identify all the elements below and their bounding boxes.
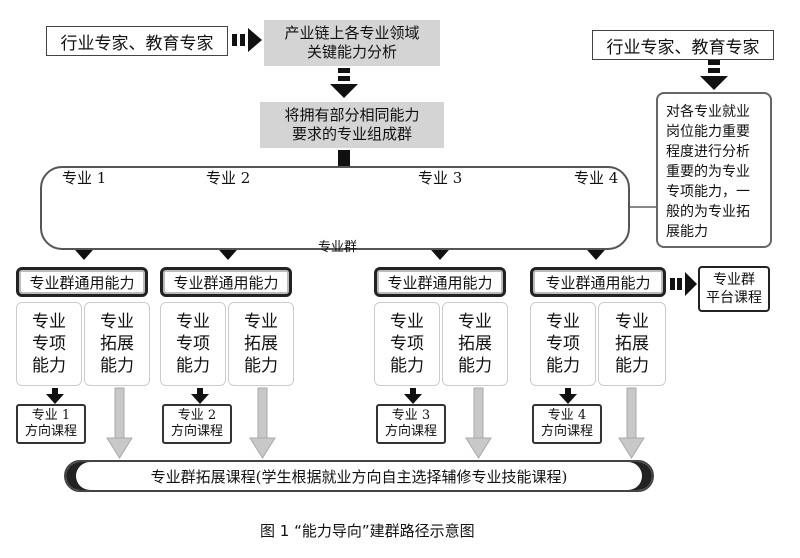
special-ability-2-label: 专业 专项 能力 xyxy=(176,312,210,376)
experts-right-box: 行业专家、教育专家 xyxy=(592,30,774,60)
arrow-special2-down xyxy=(191,388,209,404)
arrow-special3-down xyxy=(404,388,422,404)
special-ability-3-label: 专业 专项 能力 xyxy=(390,312,424,376)
arrow-to-platform xyxy=(670,272,697,296)
special-ability-1: 专业 专项 能力 xyxy=(16,302,82,386)
figure-caption: 图 1 “能力导向”建群路径示意图 xyxy=(260,522,475,540)
common-ability-4-label: 专业群通用能力 xyxy=(545,273,651,292)
group-label: 将拥有部分相同能力 要求的专业组成群 xyxy=(284,106,420,143)
common-ability-3-label: 专业群通用能力 xyxy=(387,273,493,292)
arrow-right-experts-down xyxy=(700,60,728,90)
direction-course-1-label: 专业 1 方向课程 xyxy=(24,408,77,439)
direction-course-3: 专业 3 方向课程 xyxy=(376,404,446,444)
common-ability-1-label: 专业群通用能力 xyxy=(29,273,135,292)
common-ability-2: 专业群通用能力 xyxy=(160,267,292,297)
extended-ability-2: 专业 拓展 能力 xyxy=(228,302,294,386)
arrow-extended2-down xyxy=(249,387,276,459)
cluster-label: 专业群 xyxy=(318,240,358,255)
cluster-rail xyxy=(40,166,630,250)
extended-ability-1: 专业 拓展 能力 xyxy=(84,302,150,386)
special-ability-4: 专业 专项 能力 xyxy=(530,302,596,386)
special-ability-2: 专业 专项 能力 xyxy=(160,302,226,386)
extended-ability-3-label: 专业 拓展 能力 xyxy=(458,312,492,376)
major-label-4: 专业 4 xyxy=(574,169,619,187)
cluster-extension-courses-label: 专业群拓展课程(学生根据就业方向自主选择辅修专业技能课程) xyxy=(150,467,568,486)
special-ability-1-label: 专业 专项 能力 xyxy=(32,312,66,376)
arrow-extended1-down xyxy=(106,387,133,459)
experts-left-box: 行业专家、教育专家 xyxy=(46,26,228,56)
common-ability-3: 专业群通用能力 xyxy=(374,267,506,297)
arrow-extended3-down xyxy=(465,387,492,459)
direction-course-2: 专业 2 方向课程 xyxy=(162,404,232,444)
direction-course-1: 专业 1 方向课程 xyxy=(16,404,86,444)
importance-analysis-text: 对各专业就业岗位能力重要程度进行分析重要的为专业专项能力，一般的为专业拓展能力 xyxy=(666,104,750,240)
arrow-extended4-down xyxy=(618,387,645,459)
group-box: 将拥有部分相同能力 要求的专业组成群 xyxy=(260,102,444,148)
extended-ability-4: 专业 拓展 能力 xyxy=(598,302,666,386)
common-ability-4: 专业群通用能力 xyxy=(530,267,666,297)
platform-courses-label: 专业群 平台课程 xyxy=(706,272,762,306)
special-ability-3: 专业 专项 能力 xyxy=(374,302,440,386)
direction-course-4: 专业 4 方向课程 xyxy=(532,404,602,444)
direction-course-4-label: 专业 4 方向课程 xyxy=(540,408,593,439)
common-ability-1: 专业群通用能力 xyxy=(16,267,148,297)
importance-analysis-note: 对各专业就业岗位能力重要程度进行分析重要的为专业专项能力，一般的为专业拓展能力 xyxy=(656,92,772,248)
arrow-analysis-to-group xyxy=(330,68,358,98)
major-label-1: 专业 1 xyxy=(62,169,107,187)
analysis-label: 产业链上各专业领域 关键能力分析 xyxy=(284,24,420,61)
extended-ability-1-label: 专业 拓展 能力 xyxy=(100,312,134,376)
extended-ability-2-label: 专业 拓展 能力 xyxy=(244,312,278,376)
analysis-box: 产业链上各专业领域 关键能力分析 xyxy=(264,20,440,66)
arrow-special4-down xyxy=(559,388,577,404)
extended-ability-4-label: 专业 拓展 能力 xyxy=(615,312,649,376)
common-ability-2-label: 专业群通用能力 xyxy=(173,273,279,292)
major-label-2: 专业 2 xyxy=(206,169,251,187)
extended-ability-3: 专业 拓展 能力 xyxy=(442,302,508,386)
major-label-3: 专业 3 xyxy=(418,169,463,187)
arrow-experts-to-analysis xyxy=(232,28,262,52)
cluster-extension-courses-bar: 专业群拓展课程(学生根据就业方向自主选择辅修专业技能课程) xyxy=(64,460,654,492)
experts-left-label: 行业专家、教育专家 xyxy=(60,33,214,54)
arrow-special1-down xyxy=(46,388,64,404)
direction-course-3-label: 专业 3 方向课程 xyxy=(384,408,437,439)
platform-courses-box: 专业群 平台课程 xyxy=(698,266,770,312)
special-ability-4-label: 专业 专项 能力 xyxy=(546,312,580,376)
experts-right-label: 行业专家、教育专家 xyxy=(606,37,760,58)
direction-course-2-label: 专业 2 方向课程 xyxy=(170,408,223,439)
